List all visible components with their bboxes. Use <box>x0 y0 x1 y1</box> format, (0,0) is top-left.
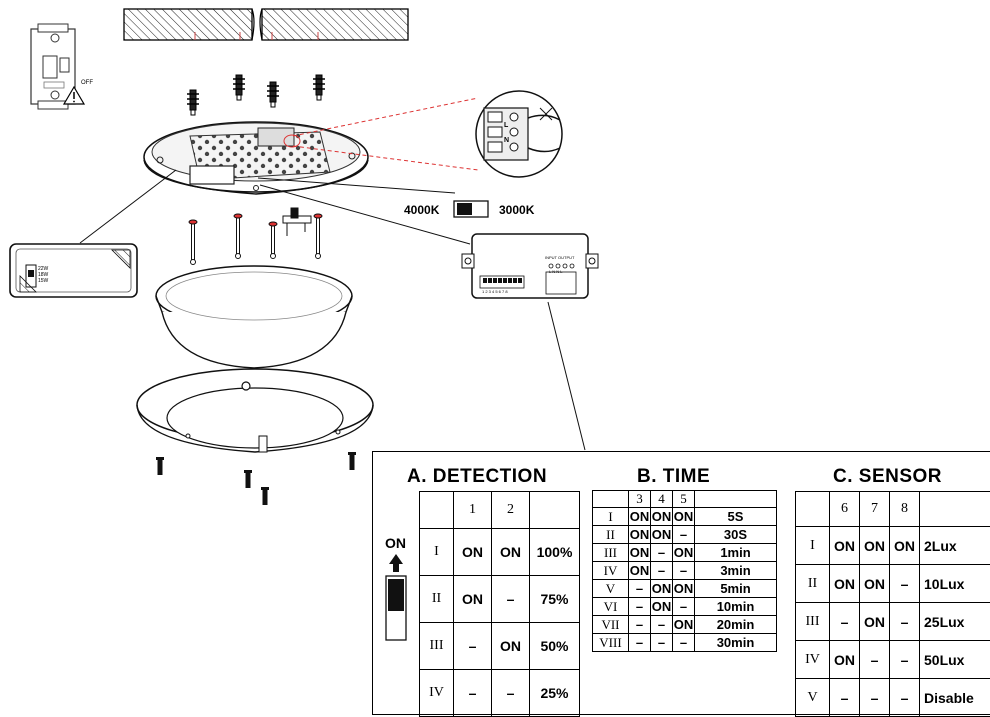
leader-settings <box>548 302 585 450</box>
terminal-letter-l: L <box>504 123 508 128</box>
color-temp-4000k-label: 4000K <box>404 203 439 217</box>
table-row: I ON ON 100% <box>420 529 580 576</box>
table-row: II ON – 75% <box>420 576 580 623</box>
breaker-off-label: OFF <box>81 81 93 86</box>
detection-header-1: 1 <box>454 492 492 529</box>
ring-screws <box>156 452 356 505</box>
detection-title: A. DETECTION <box>407 466 547 488</box>
time-header-5: 5 <box>673 491 695 508</box>
leader-power-module <box>80 170 176 243</box>
time-header-3: 3 <box>629 491 651 508</box>
time-header-4: 4 <box>651 491 673 508</box>
screws-and-pins <box>189 208 322 265</box>
diffuser <box>156 266 352 368</box>
table-row: III–ON–25Lux <box>796 603 990 641</box>
color-temperature-switch-icon <box>454 201 488 217</box>
wall-anchors <box>187 75 325 115</box>
power-module-icon <box>10 244 137 297</box>
dip-settings-panel: A. DETECTION ON 1 2 I ON ON 100% II ON –… <box>372 451 990 715</box>
time-title: B. TIME <box>637 466 710 488</box>
table-row: IV – – 25% <box>420 670 580 717</box>
sensor-header-7: 7 <box>860 492 890 527</box>
sensor-dip-numbers: 1 2 3 4 5 6 7 8 <box>482 289 508 294</box>
table-row: III – ON 50% <box>420 623 580 670</box>
dip-switch-icon <box>385 552 407 642</box>
sensor-header-6: 6 <box>830 492 860 527</box>
arrow-up-icon <box>389 554 403 572</box>
detection-header-2: 2 <box>492 492 530 529</box>
decorative-ring <box>137 369 373 452</box>
sensor-title: C. SENSOR <box>833 466 942 488</box>
sensor-pin-labels: L N N L <box>549 269 562 274</box>
dip-on-label: ON <box>385 535 406 551</box>
detection-table: 1 2 I ON ON 100% II ON – 75% III – ON 50… <box>419 491 580 717</box>
table-row: VI–ON–10min <box>593 598 777 616</box>
base-plate <box>144 122 368 194</box>
power-label-3: 15W <box>38 279 48 284</box>
table-row: VIII–––30min <box>593 634 777 652</box>
terminal-letter-n: N <box>504 138 509 143</box>
color-temp-3000k-label: 3000K <box>499 203 534 217</box>
sensor-terminal-label: INPUT OUTPUT <box>545 255 574 260</box>
ceiling-hatch <box>124 9 408 40</box>
sensor-header-8: 8 <box>890 492 920 527</box>
